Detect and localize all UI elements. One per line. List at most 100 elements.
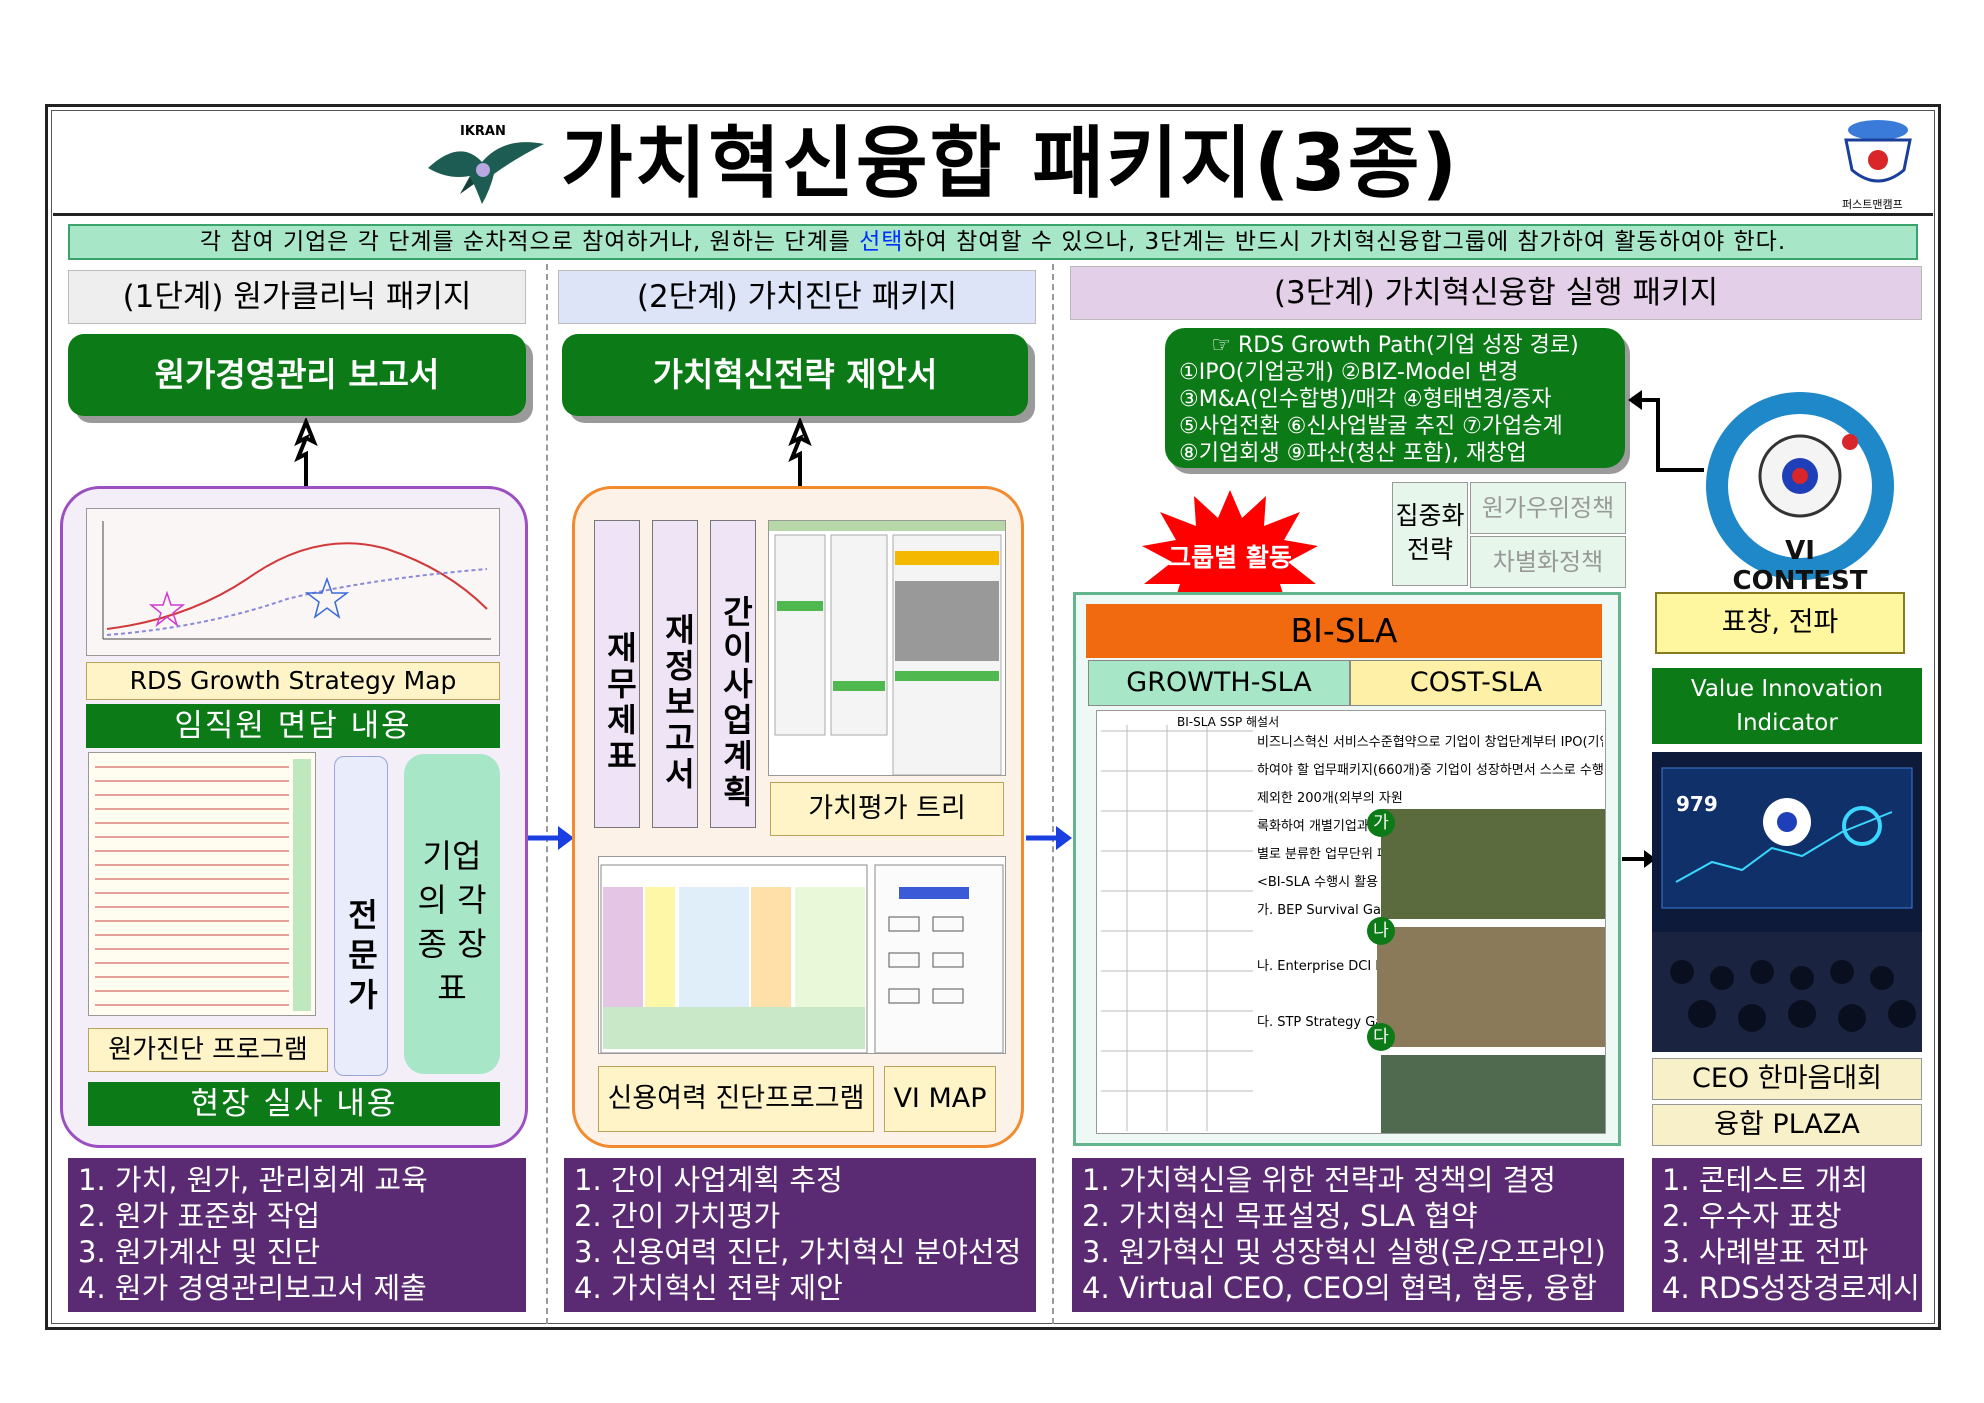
stage-2-task: 3. 신용여력 진단, 가치혁신 분야선정 [574, 1235, 1022, 1269]
page-title: 가치혁신융합 패키지(3종) [560, 119, 1460, 209]
conference-screen-icon [1652, 767, 1922, 1052]
ranking-screen-image: 979 [1652, 752, 1922, 1052]
photo-tag-2: 나 [1367, 917, 1395, 945]
stage-1-report: 원가경영관리 보고서 [68, 334, 526, 416]
ikran-logo-text: IKRAN [460, 124, 506, 139]
stage-1-task: 1. 가치, 원가, 관리회계 교육 [78, 1163, 428, 1197]
ikran-logo: IKRAN [420, 118, 550, 210]
value-tree-label: 가치평가 트리 [770, 782, 1004, 836]
rds-path-line: ⑤사업전환 ⑥신사업발굴 추진 ⑦가업승계 [1179, 414, 1563, 439]
sla-document-thumbnail: BI-SLA SSP 해설서 비즈니스혁신 서비스수준협약으로 기업이 창업단계… [1096, 710, 1606, 1134]
diagnosis-program-label: 원가진단 프로그램 [88, 1028, 328, 1072]
sla-doc-line: 하여야 할 업무패키지(660개)중 기업이 성장하면서 스스로 수행함이 적정… [1257, 763, 1603, 778]
stage-2-report: 가치혁신전략 제안서 [562, 334, 1028, 416]
rds-growth-path-title: ☞ RDS Growth Path(기업 성장 경로) [1211, 333, 1579, 358]
interview-band: 임직원 면담 내용 [86, 704, 500, 748]
notice-text-before: 각 참여 기업은 각 단계를 순차적으로 참여하거나, 원하는 단계를 [199, 229, 860, 255]
contest-badge-icon [1706, 392, 1894, 580]
sla-doc-line: 다. STP Strategy Game [1257, 1015, 1404, 1030]
vi-indicator-line: Value Innovation Indicator [1690, 676, 1884, 736]
spreadsheet-icon [769, 521, 1005, 775]
fusion-plaza-label: 융합 PLAZA [1652, 1104, 1922, 1146]
outer-frame [45, 104, 1941, 1330]
notice-highlight: 선택 [859, 229, 904, 255]
stage-1-task: 3. 원가계산 및 진단 [78, 1235, 321, 1269]
stage-3-header: (3단계) 가치혁신융합 실행 패키지 [1070, 266, 1922, 320]
stage-4-task-list: 1. 콘테스트 개최 2. 우수자 표창 3. 사례발표 전파 4. RDS성장… [1652, 1158, 1922, 1312]
stage-4-task: 3. 사례발표 전파 [1662, 1235, 1869, 1269]
sla-doc-line: 제외한 200개(외부의 자원 [1257, 791, 1403, 806]
black-arrow-icon [1622, 850, 1656, 868]
notice-text-after: 하여 참여할 수 있으나, 3단계는 반드시 가치혁신융합그룹에 참가하여 활동… [903, 229, 1787, 255]
firstman-logo: 퍼스트맨캠프 [1838, 116, 1918, 212]
group-activity-label: 그룹별 활동 [1168, 543, 1292, 572]
blue-arrow-1-icon [528, 826, 574, 850]
rds-path-line: ③M&A(인수합병)/매각 ④형태변경/증자 [1179, 387, 1552, 412]
cost-sla-box: COST-SLA [1350, 660, 1602, 706]
stage-3-task: 2. 가치혁신 목표설정, SLA 협약 [1082, 1199, 1478, 1233]
photo-tag-1: 가 [1367, 809, 1395, 837]
cost-leadership-box: 원가우위정책 [1470, 482, 1626, 534]
sla-doc-line: 비즈니스혁신 서비스수준협약으로 기업이 창업단계부터 IPO(기업공개)단계까… [1257, 735, 1603, 750]
stage-3-task-list: 1. 가치혁신을 위한 전략과 정책의 결정 2. 가치혁신 목표설정, SLA… [1072, 1158, 1624, 1312]
sla-doc-line: 가. BEP Survival Game [1257, 903, 1402, 918]
vi-contest-text: VI CONTEST [1732, 536, 1868, 596]
growth-sla-box: GROWTH-SLA [1088, 660, 1350, 706]
vi-contest-badge: VI CONTEST [1700, 386, 1900, 596]
differentiation-box: 차별화정책 [1470, 536, 1626, 588]
bi-sla-band: BI-SLA [1086, 604, 1602, 658]
stage-1-task: 4. 원가 경영관리보고서 제출 [78, 1271, 427, 1305]
sla-doc-line: <BI-SLA 수행시 활용 도구> [1257, 875, 1418, 890]
activity-photo-1 [1381, 809, 1605, 919]
business-plan-column: 간이사업계획 [710, 520, 756, 828]
stage-1-task-list: 1. 가치, 원가, 관리회계 교육 2. 원가 표준화 작업 3. 원가계산 … [68, 1158, 526, 1312]
blue-arrow-2-icon [1026, 826, 1072, 850]
stage-2-header: (2단계) 가치진단 패키지 [558, 270, 1036, 324]
vi-indicator-box: Value Innovation Indicator (가치혁신지수) 순위로 … [1652, 668, 1922, 770]
documents-column: 기업의 각종 장표 [404, 754, 500, 1074]
spreadsheet-thumbnail [768, 520, 1006, 776]
diagnosis-table-icon [600, 864, 1004, 1053]
bird-icon [428, 142, 544, 204]
title-band [53, 112, 1933, 216]
screen-number: 979 [1676, 792, 1718, 816]
expert-column: 전문가 [334, 756, 388, 1076]
sla-doc-line: 별로 분류한 업무단위 패키지 [1257, 847, 1413, 862]
stage-3-task: 3. 원가혁신 및 성장혁신 실행(온/오프라인) [1082, 1235, 1606, 1269]
column-divider-1 [546, 264, 548, 1324]
financial-statements-column: 재무제표 [594, 520, 640, 828]
ceo-meeting-label: CEO 한마음대회 [1652, 1058, 1922, 1100]
stage-3-task: 4. Virtual CEO, CEO의 협력, 협동, 융합 [1082, 1271, 1597, 1305]
stage-1-task: 2. 원가 표준화 작업 [78, 1199, 321, 1233]
stage-2-task-list: 1. 간이 사업계획 추정 2. 간이 가치평가 3. 신용여력 진단, 가치혁… [564, 1158, 1036, 1312]
financial-report-column: 재정보고서 [652, 520, 698, 828]
growth-map-label: RDS Growth Strategy Map [86, 662, 500, 700]
column-divider-2 [1052, 264, 1054, 1324]
checklist-icon [95, 759, 311, 1011]
sla-table-icon [1101, 725, 1253, 1131]
activity-photo-3 [1381, 1055, 1605, 1133]
stage-2-up-arrow-icon [788, 418, 812, 486]
stage-4-task: 2. 우수자 표창 [1662, 1199, 1842, 1233]
award-scroll: 표창, 전파 [1655, 592, 1905, 654]
contest-connector-icon [1628, 390, 1704, 472]
checklist-thumbnail [88, 752, 316, 1016]
stage-2-task: 2. 간이 가치평가 [574, 1199, 781, 1233]
stage-2-task: 4. 가치혁신 전략 제안 [574, 1271, 843, 1305]
rds-growth-path-box: ☞ RDS Growth Path(기업 성장 경로) ①IPO(기업공개) ②… [1165, 328, 1625, 468]
stage-2-task: 1. 간이 사업계획 추정 [574, 1163, 843, 1197]
stage-3-task: 1. 가치혁신을 위한 전략과 정책의 결정 [1082, 1163, 1556, 1197]
inspection-band: 현장 실사 내용 [88, 1082, 500, 1126]
inner-frame [51, 110, 1935, 1324]
activity-photo-2 [1377, 927, 1605, 1047]
vi-map-label: VI MAP [884, 1066, 996, 1132]
growth-curve-icon [87, 509, 499, 655]
stage-1-up-arrow-icon [294, 418, 318, 486]
rds-path-line: ⑧기업회생 ⑨파산(청산 포함), 재창업 [1179, 441, 1527, 466]
focus-strategy-box: 집중화 전략 [1392, 482, 1468, 586]
stage-4-task: 1. 콘테스트 개최 [1662, 1163, 1869, 1197]
photo-tag-3: 다 [1367, 1023, 1395, 1051]
stage-4-task: 4. RDS성장경로제시 [1662, 1271, 1920, 1305]
stage-1-header: (1단계) 원가클리닉 패키지 [68, 270, 526, 324]
shield-icon [1844, 120, 1912, 183]
